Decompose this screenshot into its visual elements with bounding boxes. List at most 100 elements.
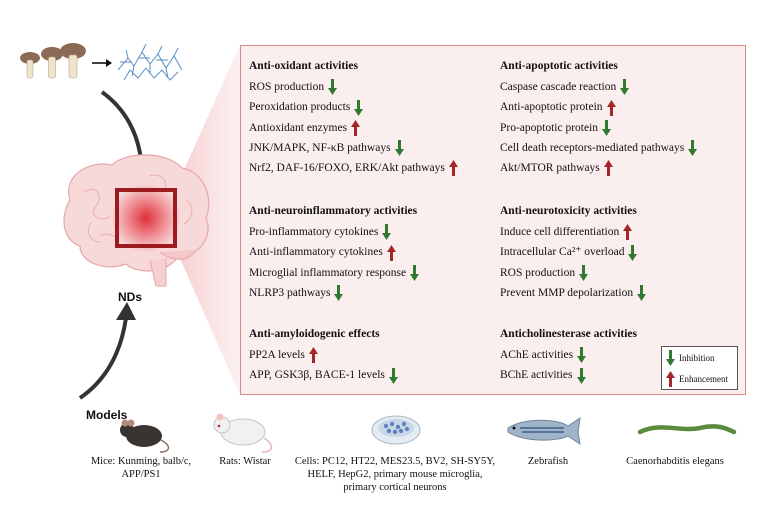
effect-item: Anti-inflammatory cytokines: [249, 242, 419, 262]
effect-text: Intracellular Ca²⁺ overload: [500, 246, 625, 259]
effect-item: JNK/MAPK, NF-κB pathways: [249, 138, 458, 158]
effect-item: ROS production: [500, 263, 646, 283]
effect-text: AChE activities: [500, 349, 574, 362]
rat-icon: [213, 413, 273, 453]
section-antineuroinflammatory: Anti-neuroinflammatory activities Pro-in…: [249, 201, 420, 303]
effect-item: ROS production: [249, 77, 458, 97]
effect-text: ROS production: [249, 81, 325, 94]
c-elegans-icon: [637, 424, 737, 435]
zebrafish-icon: [507, 416, 581, 446]
effect-text: BChE activities: [500, 369, 573, 382]
effect-item: Anti-apoptotic protein: [500, 97, 697, 117]
effect-text: JNK/MAPK, NF-κB pathways: [249, 141, 391, 154]
effect-text: Prevent MMP depolarization: [500, 286, 634, 299]
model-cells-label: Cells: PC12, HT22, MES23.5, BV2, SH-SY5Y…: [294, 456, 496, 493]
effect-item: Pro-apoptotic protein: [500, 118, 697, 138]
down-arrow-icon: [576, 367, 586, 384]
zoom-square: [115, 188, 177, 248]
down-arrow-icon: [577, 347, 587, 364]
effect-text: Microglial inflammatory response: [249, 266, 407, 279]
section-anticholinesterase: Anticholinesterase activities AChE activ…: [500, 324, 637, 386]
legend-enhancement-label: Enhancement: [679, 373, 728, 384]
down-arrow-icon: [410, 264, 420, 281]
section-title: Anti-neuroinflammatory activities: [249, 205, 418, 217]
effect-text: Pro-inflammatory cytokines: [249, 226, 379, 239]
up-arrow-icon: [666, 370, 675, 387]
effect-item: Peroxidation products: [249, 97, 458, 117]
down-arrow-icon: [394, 139, 404, 156]
legend-inhibition-label: Inhibition: [679, 352, 715, 363]
down-arrow-icon: [388, 367, 398, 384]
cell-culture-dish-icon: [371, 415, 421, 445]
effect-item: Antioxidant enzymes: [249, 118, 458, 138]
effect-text: Induce cell differentiation: [500, 226, 620, 239]
up-arrow-icon: [448, 160, 458, 177]
polysaccharide-icon: [117, 43, 183, 81]
effect-item: Akt/MTOR pathways: [500, 158, 697, 178]
effect-text: PP2A levels: [249, 349, 305, 362]
section-antiapoptotic: Anti-apoptotic activities Caspase cascad…: [500, 56, 698, 178]
up-curved-arrow-icon: [78, 302, 136, 400]
section-title: Anticholinesterase activities: [500, 328, 638, 340]
up-arrow-icon: [603, 160, 613, 177]
up-arrow-icon: [351, 119, 361, 136]
up-arrow-icon: [623, 224, 633, 241]
effect-item: Nrf2, DAF-16/FOXO, ERK/Akt pathways: [249, 158, 458, 178]
model-celegans-label: Caenorhabditis elegans: [626, 456, 724, 467]
section-title: Anti-oxidant activities: [249, 60, 358, 72]
effect-item: Caspase cascade reaction: [500, 77, 697, 97]
effect-text: ROS production: [500, 266, 576, 279]
section-title: Anti-apoptotic activities: [500, 60, 618, 72]
down-arrow-icon: [628, 244, 638, 261]
effect-text: Antioxidant enzymes: [249, 121, 348, 134]
affected-region: [112, 184, 180, 252]
effect-text: Akt/MTOR pathways: [500, 162, 600, 175]
down-arrow-icon: [620, 79, 630, 96]
section-title: Anti-neurotoxicity activities: [500, 205, 637, 217]
effect-text: NLRP3 pathways: [249, 286, 331, 299]
effect-item: NLRP3 pathways: [249, 283, 419, 303]
effect-item: AChE activities: [500, 345, 637, 365]
down-arrow-icon: [579, 264, 589, 281]
effect-item: Prevent MMP depolarization: [500, 283, 647, 303]
legend-enhancement: Enhancement: [662, 368, 737, 389]
up-arrow-icon: [308, 347, 318, 364]
nds-label: NDs: [118, 290, 143, 304]
effect-text: Anti-apoptotic protein: [500, 101, 603, 114]
effect-item: Intracellular Ca²⁺ overload: [500, 242, 646, 262]
effect-item: Cell death receptors-mediated pathways: [500, 138, 698, 158]
mushrooms-icon: [20, 43, 86, 79]
effect-text: APP, GSK3β, BACE-1 levels: [249, 369, 385, 382]
effect-text: Pro-apoptotic protein: [500, 121, 599, 134]
effect-text: Caspase cascade reaction: [500, 81, 617, 94]
effect-item: Induce cell differentiation: [500, 222, 646, 242]
mouse-icon: [120, 419, 170, 453]
legend-inhibition: Inhibition: [662, 347, 737, 368]
zoom-funnel: [175, 45, 240, 395]
down-arrow-icon: [666, 349, 675, 366]
section-title: Anti-amyloidogenic effects: [249, 328, 380, 340]
down-arrow-icon: [354, 99, 364, 116]
effect-item: PP2A levels: [249, 345, 398, 365]
right-arrow-icon: [92, 59, 112, 67]
down-arrow-icon: [334, 284, 344, 301]
model-rats-label: Rats: Wistar: [219, 456, 271, 467]
down-arrow-icon: [688, 139, 698, 156]
section-antineurotoxicity: Anti-neurotoxicity activities Induce cel…: [500, 201, 647, 303]
legend: Inhibition Enhancement: [661, 346, 738, 390]
mechanisms-panel: [240, 45, 746, 395]
model-mice-label: Mice: Kunming, balb/c, APP/PS1: [90, 456, 192, 480]
down-arrow-icon: [637, 284, 647, 301]
effect-item: Pro-inflammatory cytokines: [249, 222, 419, 242]
brain-icon: [63, 154, 210, 287]
models-title: Models: [86, 408, 128, 422]
effect-text: Nrf2, DAF-16/FOXO, ERK/Akt pathways: [249, 162, 445, 175]
model-zebrafish-label: Zebrafish: [527, 456, 569, 467]
down-arrow-icon: [328, 79, 338, 96]
effect-text: Peroxidation products: [249, 101, 351, 114]
up-arrow-icon: [606, 99, 616, 116]
